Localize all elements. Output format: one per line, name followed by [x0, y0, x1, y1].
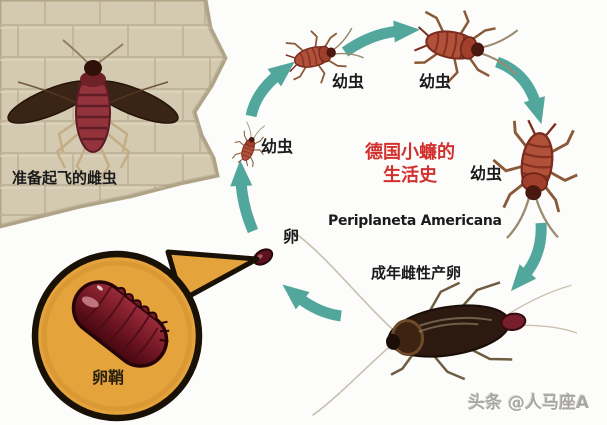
ootheca-callout-bubble: [31, 249, 260, 422]
adult-female-cockroach: [293, 231, 578, 417]
watermark: 头条 @人马座A: [468, 393, 590, 413]
nymph4-label: 幼虫: [470, 164, 503, 183]
ootheca-magnified: [71, 280, 170, 368]
wall-caption: 准备起飞的雌虫: [12, 169, 118, 187]
arrow-egg-to-nymph1: [230, 160, 259, 234]
nymph2-label: 幼虫: [332, 72, 365, 91]
ootheca-label: 卵鞘: [92, 368, 125, 387]
title-line2: 生活史: [383, 164, 437, 186]
flying-female-cockroach: [7, 39, 179, 179]
arrow-nymph4-to-adult: [510, 222, 547, 292]
species-latin-name: Periplaneta Americana: [328, 213, 502, 229]
nymph3-label: 幼虫: [419, 72, 452, 91]
arrow-nymph1-to-nymph2: [245, 61, 295, 118]
diagram-title: 德国小蠊的 生活史: [352, 142, 468, 187]
arrow-nymph3-to-nymph4: [494, 56, 545, 125]
brick-wall: [0, 0, 228, 229]
arrow-adult-to-egg: [282, 284, 342, 322]
arrow-nymph2-to-nymph3: [341, 20, 420, 57]
nymph1-label: 幼虫: [261, 137, 294, 156]
title-line1: 德国小蠊的: [365, 142, 455, 163]
ootheca-on-adult: [500, 312, 527, 331]
egg-label: 卵: [283, 227, 300, 246]
adult-label: 成年雌性产卵: [371, 264, 462, 282]
